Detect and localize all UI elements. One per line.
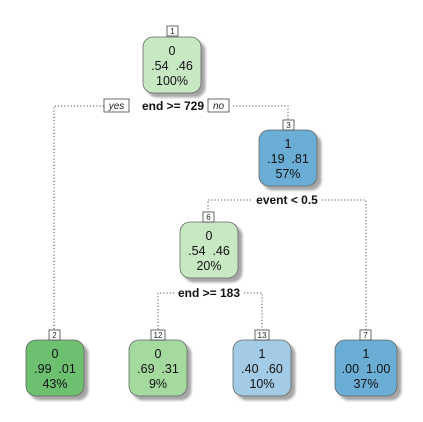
node-percent: 10% (249, 377, 274, 391)
split-label-node-6: end >= 183 (178, 286, 240, 300)
edge-1-3 (233, 105, 289, 120)
node-probs: .69 .31 (137, 362, 179, 376)
tree-node-13: 13 1 .40 .60 10% (232, 329, 292, 397)
node-number: 6 (206, 213, 211, 222)
node-probs: .54 .46 (188, 244, 230, 258)
edge-3-7 (322, 199, 367, 330)
node-class: 1 (363, 347, 370, 361)
tree-node-7: 7 1 .00 1.00 37% (334, 329, 398, 397)
edge-6-12 (157, 292, 174, 330)
tree-node-6: 6 0 .54 .46 20% (179, 211, 239, 279)
tree-node-3: 3 1 .19 .81 57% (258, 119, 318, 187)
node-percent: 100% (156, 74, 188, 88)
node-probs: .40 .60 (241, 362, 283, 376)
node-class: 1 (259, 347, 266, 361)
edges (53, 105, 367, 330)
node-probs: .99 .01 (34, 362, 76, 376)
edge-1-2 (53, 105, 104, 330)
node-percent: 20% (196, 259, 221, 273)
node-number: 2 (52, 331, 57, 340)
node-class: 0 (206, 229, 213, 243)
node-number: 13 (258, 331, 267, 340)
node-number: 1 (170, 27, 175, 36)
yes-tag: yes (103, 98, 130, 113)
node-probs: .54 .46 (151, 59, 193, 73)
node-percent: 43% (42, 377, 67, 391)
node-class: 0 (52, 347, 59, 361)
node-class: 0 (155, 347, 162, 361)
edge-6-13 (244, 292, 263, 330)
node-percent: 57% (275, 167, 300, 181)
node-class: 0 (169, 44, 176, 58)
no-tag: no (207, 98, 230, 113)
node-probs: .00 1.00 (342, 362, 391, 376)
node-number: 12 (154, 331, 163, 340)
split-label-node-3: event < 0.5 (256, 193, 318, 207)
tree-node-2: 2 0 .99 .01 43% (25, 329, 85, 397)
edge-3-6 (207, 199, 251, 212)
svg-text:no: no (213, 101, 225, 112)
svg-text:yes: yes (108, 101, 125, 112)
split-label-node-1: end >= 729 (142, 99, 204, 113)
node-number: 3 (286, 121, 291, 130)
node-percent: 37% (353, 377, 378, 391)
node-box (142, 36, 202, 94)
tree-node-1: 1 0 .54 .46 100% (142, 25, 202, 94)
node-percent: 9% (149, 377, 167, 391)
node-number: 7 (363, 331, 368, 340)
node-class: 1 (285, 137, 292, 151)
node-probs: .19 .81 (267, 152, 309, 166)
tree-node-12: 12 0 .69 .31 9% (128, 329, 188, 397)
